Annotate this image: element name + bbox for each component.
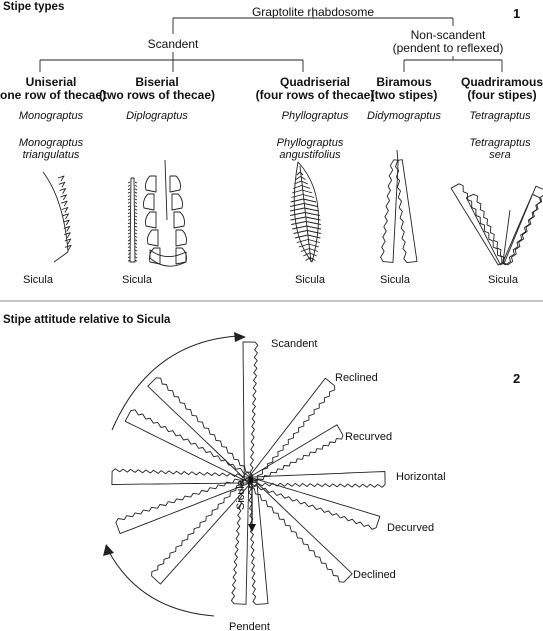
diplograptus-theca-1	[169, 175, 181, 193]
tetragraptus-nema	[502, 209, 511, 263]
stipe-decurved-left	[115, 475, 252, 535]
col1-species-2: triangulatus	[22, 149, 80, 161]
sicula-arrowhead	[248, 524, 256, 532]
attitude-pendent-label: Pendent	[229, 621, 270, 631]
diplograptus-theca-3	[171, 193, 183, 211]
didymograptus-stipe-left	[380, 159, 399, 263]
tree-nonscandent-label: Non-scandent	[410, 28, 486, 42]
panel2-heading: Stipe attitude relative to Sicula	[3, 314, 171, 326]
stipe-reclined-right	[247, 377, 336, 483]
attitude-horizontal-label: Horizontal	[396, 471, 446, 483]
diplograptus-base	[149, 249, 187, 267]
arc-arrow-top-head	[234, 332, 246, 342]
attitude-scandent-label: Scandent	[271, 338, 318, 350]
attitude-declined-label: Declined	[353, 569, 396, 581]
tetragraptus-stipe-4	[503, 185, 543, 266]
col5-species-1: Tetragraptus	[469, 137, 531, 149]
didymograptus-nema	[396, 149, 399, 163]
col4-type: Biramous	[376, 75, 432, 89]
monograptus-stipe-back	[42, 171, 69, 253]
col1-type-note: (one row of thecae)	[0, 88, 107, 102]
stipe-horizontal-right	[249, 471, 386, 488]
col3-species-1: Phyllograptus	[276, 137, 344, 149]
attitude-recurved-label: Recurved	[345, 431, 393, 443]
phyllograptus-outline	[293, 161, 319, 263]
col3-sicula-label: Sicula	[295, 274, 325, 286]
stipe-decurved-right	[248, 476, 381, 530]
stipe-scandent	[242, 341, 259, 481]
monograptus-sicula	[53, 251, 69, 263]
diplograptus-theca-0	[145, 175, 157, 193]
col1-genus: Monograptus	[18, 110, 84, 122]
diplograptus-theca-5	[173, 211, 185, 229]
col5-sicula-label: Sicula	[488, 274, 518, 286]
col1-type: Uniserial	[25, 75, 77, 89]
diplograptus-rod-thecae	[127, 181, 138, 262]
arc-arrow-bottom	[107, 549, 215, 617]
col4-type-note: (two stipes)	[370, 88, 438, 102]
diplograptus-theca-9	[175, 247, 187, 265]
stipe-horizontal-left	[111, 468, 251, 485]
tree-nonscandent-sublabel: (pendent to reflexed)	[392, 41, 504, 55]
arc-arrow-top	[111, 335, 239, 431]
panel1-heading: Stipe types	[3, 1, 65, 13]
col2-type-note: (two rows of thecae)	[98, 88, 216, 102]
col3-type: Quadriserial	[279, 75, 351, 89]
panel1-number: 1	[513, 6, 521, 21]
col2-type: Biserial	[135, 75, 179, 89]
diplograptus-theca-4	[145, 211, 157, 229]
stipe-declined-left	[151, 477, 253, 585]
col2-sicula-label: Sicula	[122, 274, 152, 286]
col3-type-note: (four rows of thecae)	[255, 88, 375, 102]
col3-species-2: angustifolius	[279, 149, 341, 161]
sicula-vertical-label: Sicula	[235, 480, 247, 510]
attitude-reclined-label: Reclined	[335, 372, 378, 384]
stipe-reclined-left	[147, 377, 253, 483]
col5-species-2: sera	[489, 149, 511, 161]
col4-genus: Didymograptus	[367, 110, 441, 122]
col5-type-note: (four stipes)	[467, 88, 537, 102]
col4-sicula-label: Sicula	[380, 274, 410, 286]
col1-sicula-label: Sicula	[23, 274, 53, 286]
stipe-pendent-left	[230, 479, 250, 605]
diplograptus-virgula	[164, 159, 168, 221]
col1-species-1: Monograptus	[18, 137, 84, 149]
col2-genus: Diplograptus	[126, 110, 188, 122]
diplograptus-theca-7	[175, 229, 187, 247]
diplograptus-theca-6	[147, 229, 159, 247]
phyllograptus-thecae	[289, 171, 322, 261]
attitude-decurved-label: Decurved	[387, 522, 435, 534]
tree-scandent-label: Scandent	[147, 37, 199, 51]
phyllograptus-axis	[299, 165, 312, 263]
stipe-recurved-left	[124, 409, 252, 483]
col5-type: Quadriramous	[460, 75, 543, 89]
stipe-declined-right	[247, 477, 353, 583]
stipe-recurved-right	[248, 424, 344, 484]
arc-arrow-bottom-head	[103, 544, 114, 556]
didymograptus-stipe-right	[395, 159, 418, 264]
diplograptus-rod	[129, 177, 136, 263]
tree-root-label: Graptolite rhabdosome	[251, 5, 375, 19]
panel2-number: 2	[513, 371, 521, 386]
rosette-center	[248, 477, 254, 483]
col3-genus: Phyllograptus	[281, 110, 349, 122]
col5-genus: Tetragraptus	[469, 110, 531, 122]
diplograptus-theca-2	[143, 193, 155, 211]
tetragraptus-stipe-2	[465, 193, 505, 266]
monograptus-thecae	[57, 175, 72, 251]
